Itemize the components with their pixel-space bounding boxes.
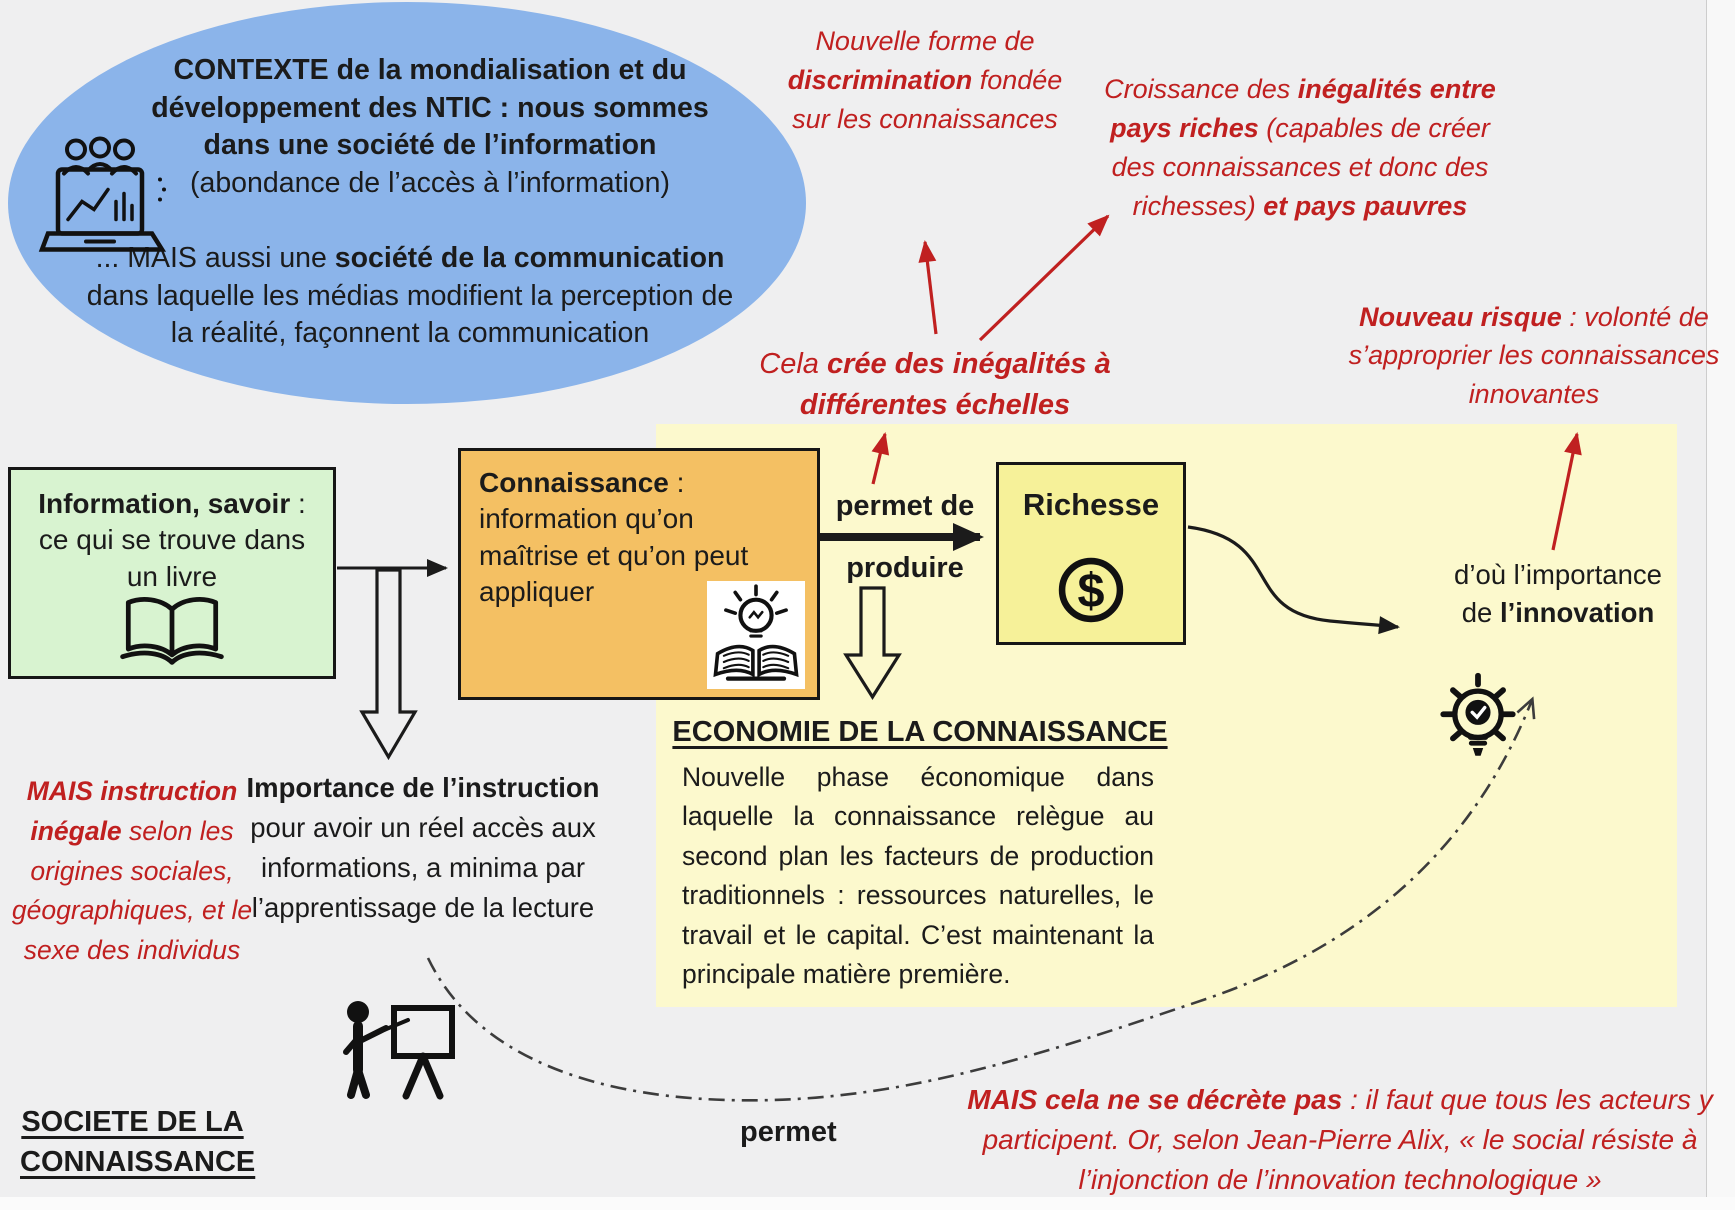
teacher-board-icon <box>336 1000 461 1100</box>
context-bubble-text-1: CONTEXTE de la mondialisation et du déve… <box>151 54 709 199</box>
label-permet-de: permet de <box>835 490 975 522</box>
laptop-media-people-icon <box>38 134 178 262</box>
dollar-coin-icon: $ <box>1049 548 1133 632</box>
richesse-box: Richesse $ <box>996 462 1186 645</box>
innovation-bulb-icon <box>1424 668 1532 776</box>
annotation-nouveau-risque: Nouveau risque : volonté de s’approprier… <box>1348 302 1720 409</box>
annotation-croissance: Croissance des inégalités entre pays ric… <box>1104 74 1496 221</box>
label-importance-instruction: Importance de l’instruction pour avoir u… <box>246 772 600 923</box>
hollow-arrow-to-instruction <box>359 568 418 761</box>
label-produire: produire <box>846 552 964 584</box>
label-importance-innovation: d’où l’importance de l’innovation <box>1454 559 1662 628</box>
richesse-box-label: Richesse <box>1022 487 1160 522</box>
bottom-edge-strip <box>0 1197 1735 1210</box>
open-book-icon <box>112 594 232 670</box>
information-box-text: Information, savoir : ce qui se trouve d… <box>38 488 306 592</box>
context-bubble-text-2: ... MAIS aussi une société de la communi… <box>86 242 734 350</box>
annotation-mais-decrete: MAIS cela ne se décrète pas : il faut qu… <box>967 1084 1713 1196</box>
societe-title: SOCIETE DE LA CONNAISSANCE <box>20 1102 256 1182</box>
economie-body: Nouvelle phase économique dans laquelle … <box>682 762 1154 990</box>
connaissance-box-text: Connaissance : information qu’on maîtris… <box>479 467 749 608</box>
svg-text:$: $ <box>1078 564 1105 618</box>
societe-title-line1: SOCIETE DE LA <box>21 1106 244 1138</box>
idea-book-icon <box>707 581 805 689</box>
annotation-discrimination: Nouvelle forme de discrimination fondée … <box>787 26 1063 134</box>
economie-title: ECONOMIE DE LA CONNAISSANCE <box>672 716 1168 748</box>
information-box: Information, savoir : ce qui se trouve d… <box>8 467 336 679</box>
red-arrow-to-discrimination <box>918 240 938 335</box>
red-arrow-to-croissance <box>978 214 1110 342</box>
societe-title-line2: CONNAISSANCE <box>20 1146 256 1179</box>
connaissance-box: Connaissance : information qu’on maîtris… <box>458 448 820 700</box>
annotation-mais-instruction: MAIS instruction inégale selon les origi… <box>11 776 253 965</box>
annotation-cela-cree: Cela crée des inégalités à différentes é… <box>759 348 1111 421</box>
right-edge-strip <box>1706 0 1735 1210</box>
label-permet: permet <box>740 1116 837 1148</box>
